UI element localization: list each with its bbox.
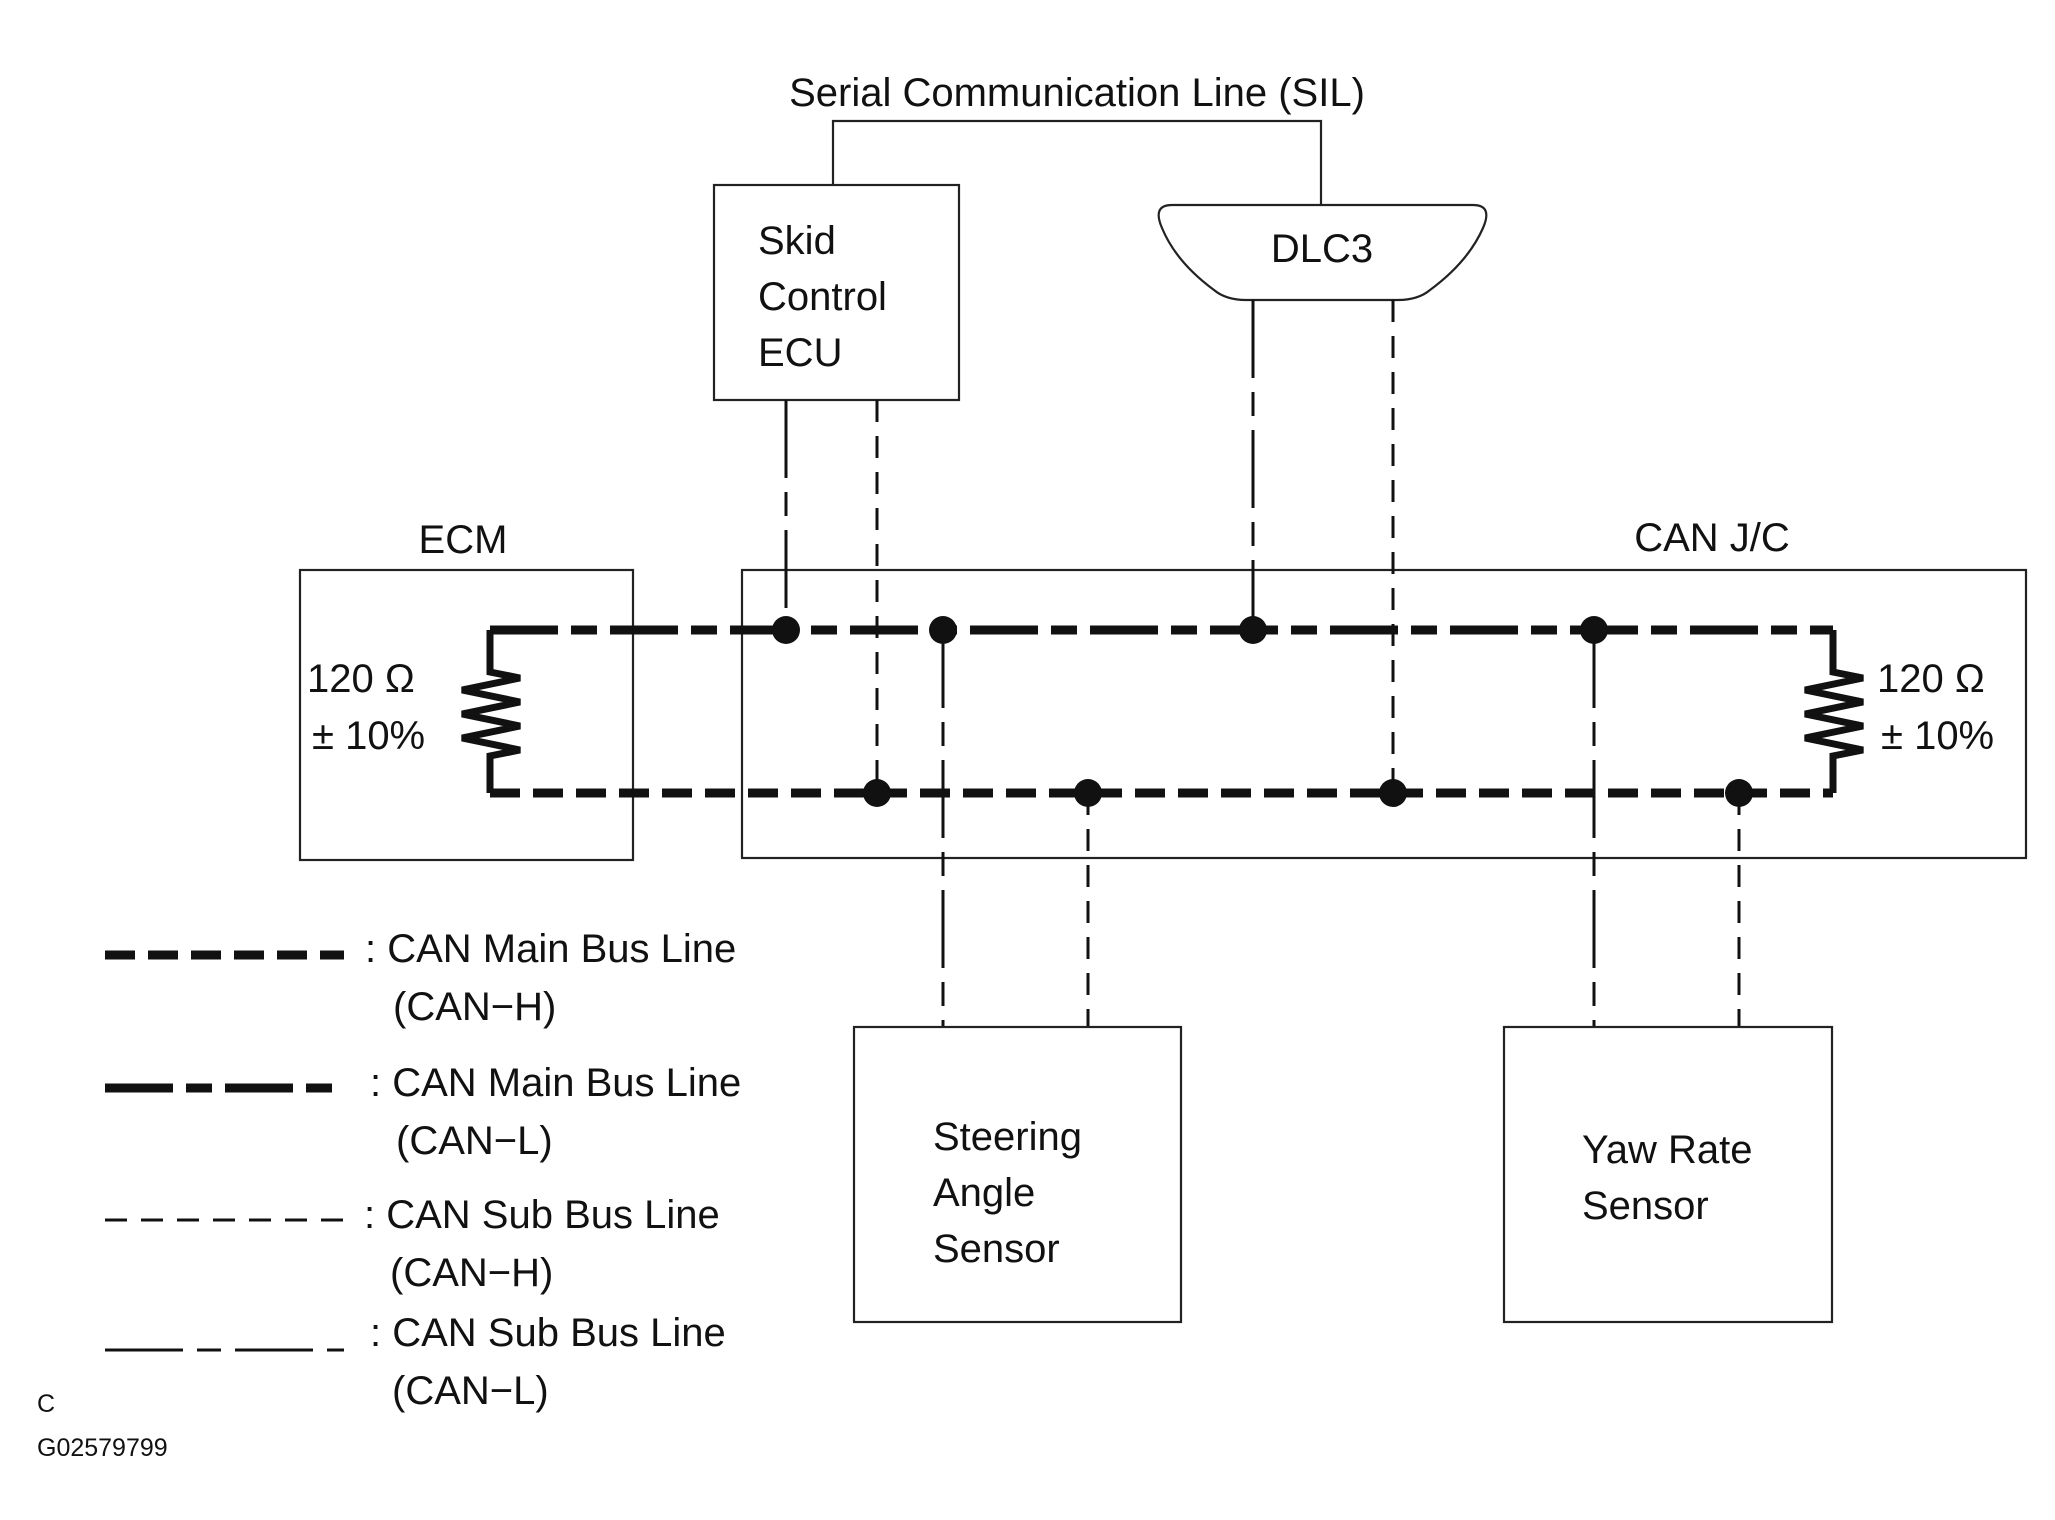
sil-line [831, 119, 1323, 205]
right-resistor-value: 120 Ω [1877, 657, 1985, 701]
legend-main-l-sublabel: (CAN−L) [396, 1119, 553, 1163]
figure-letter: C [37, 1390, 55, 1418]
ecm-box [298, 568, 635, 862]
legend-sub-l-label: : CAN Sub Bus Line [370, 1311, 726, 1355]
junction-node [1725, 779, 1753, 807]
ecm-label: ECM [419, 518, 508, 562]
yaw-sensor-label-line2: Sensor [1582, 1184, 1709, 1228]
legend-sub-l-sublabel: (CAN−L) [392, 1369, 549, 1413]
junction-node [1239, 616, 1267, 644]
junction-node [772, 616, 800, 644]
legend-sub-h-label: : CAN Sub Bus Line [364, 1193, 720, 1237]
dlc3-label: DLC3 [1271, 227, 1373, 271]
steering-sensor-label-line3: Sensor [933, 1227, 1060, 1271]
right-resistor-tolerance: ± 10% [1881, 714, 1994, 758]
yaw-sensor-label-line1: Yaw Rate [1582, 1128, 1752, 1172]
legend-main-l-label: : CAN Main Bus Line [370, 1061, 741, 1105]
left-resistor-value: 120 Ω [307, 657, 415, 701]
can-jc-box [740, 568, 2028, 860]
skid-control-ecu-box [712, 183, 961, 402]
yaw-rate-sensor-box [1502, 1025, 1834, 1324]
sil-label: Serial Communication Line (SIL) [789, 71, 1365, 115]
right-terminating-resistor [1804, 630, 1864, 793]
legend: : CAN Main Bus Line (CAN−H) : CAN Main B… [105, 927, 741, 1413]
steering-sensor-label-line1: Steering [933, 1115, 1082, 1159]
left-resistor-tolerance: ± 10% [312, 714, 425, 758]
steering-sensor-label-line2: Angle [933, 1171, 1035, 1215]
junction-node [1379, 779, 1407, 807]
junction-node [929, 616, 957, 644]
steering-angle-sensor-box [852, 1025, 1183, 1324]
legend-sub-h-sublabel: (CAN−H) [390, 1251, 553, 1295]
skid-ecu-label-line3: ECU [758, 331, 842, 375]
junction-node [1580, 616, 1608, 644]
can-jc-label: CAN J/C [1634, 516, 1790, 560]
junction-node [863, 779, 891, 807]
junction-node [1074, 779, 1102, 807]
legend-main-h-sublabel: (CAN−H) [393, 985, 556, 1029]
dlc3-connector [1157, 203, 1488, 302]
left-terminating-resistor [461, 630, 521, 793]
legend-main-h-label: : CAN Main Bus Line [365, 927, 736, 971]
skid-ecu-label-line1: Skid [758, 219, 836, 263]
figure-code: G02579799 [37, 1434, 168, 1462]
skid-ecu-label-line2: Control [758, 275, 887, 319]
